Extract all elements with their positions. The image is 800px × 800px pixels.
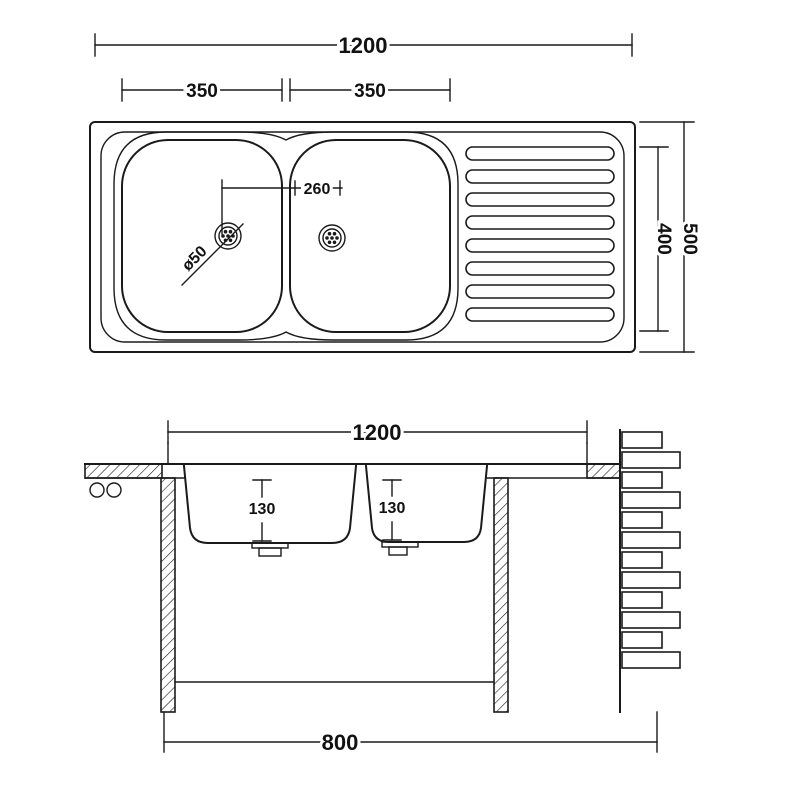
countertop-left-hatch bbox=[84, 463, 163, 479]
dim-label-left-bowl-width: 350 bbox=[186, 81, 218, 102]
dim-label-left-bowl-depth: 130 bbox=[249, 501, 276, 518]
rib bbox=[465, 261, 615, 276]
dim-label-drain-spacing: 260 bbox=[304, 181, 331, 198]
dim-inner-depth: 400 bbox=[639, 146, 677, 332]
bowls-contour bbox=[113, 131, 459, 341]
dim-overall-depth: 500 bbox=[639, 121, 703, 353]
countertop bbox=[84, 463, 621, 479]
rib bbox=[465, 215, 615, 230]
right-drain bbox=[318, 224, 346, 252]
dim-top-width: 1200 bbox=[167, 417, 588, 464]
dim-drain-diameter: ø50 bbox=[176, 223, 244, 286]
right-bowl-section bbox=[364, 464, 489, 543]
rib bbox=[465, 146, 615, 161]
brick bbox=[621, 531, 681, 549]
brick bbox=[621, 571, 681, 589]
brick bbox=[621, 451, 681, 469]
rib bbox=[465, 169, 615, 184]
dim-label-overall-depth: 500 bbox=[679, 223, 700, 255]
brick bbox=[621, 511, 663, 529]
dim-label-drain-diameter: ø50 bbox=[179, 243, 211, 275]
dim-label-overall-width: 1200 bbox=[339, 33, 388, 58]
cabinet-right-side bbox=[493, 477, 509, 713]
dim-label-right-bowl-width: 350 bbox=[354, 81, 386, 102]
dim-right-bowl-depth: 130 bbox=[376, 479, 408, 541]
brick bbox=[621, 651, 681, 669]
rib bbox=[465, 284, 615, 299]
cabinet-left-side bbox=[160, 477, 176, 713]
drainer-ribs bbox=[465, 146, 615, 322]
brick bbox=[621, 491, 681, 509]
rib bbox=[465, 307, 615, 322]
dim-left-bowl-depth: 130 bbox=[246, 479, 278, 542]
dim-label-right-bowl-depth: 130 bbox=[379, 500, 406, 517]
brick bbox=[621, 471, 663, 489]
dim-overall-width: 1200 bbox=[94, 30, 633, 61]
dim-left-bowl-width: 350 bbox=[121, 78, 283, 105]
brick bbox=[621, 551, 663, 569]
left-bowl bbox=[121, 139, 283, 333]
right-waste-outlet bbox=[381, 541, 419, 556]
tap-holes-symbol bbox=[89, 482, 122, 498]
top-view: 1200 350 350 bbox=[89, 30, 703, 353]
sink-outer-edge bbox=[89, 121, 636, 353]
countertop-right-hatch bbox=[586, 463, 621, 479]
dim-label-top-width: 1200 bbox=[353, 420, 402, 445]
dim-base-width: 800 bbox=[163, 711, 658, 758]
right-bowl bbox=[289, 139, 451, 333]
brick bbox=[621, 631, 663, 649]
brick bbox=[621, 611, 681, 629]
dim-label-inner-depth: 400 bbox=[653, 223, 674, 255]
left-drain bbox=[214, 222, 242, 250]
brick bbox=[621, 591, 663, 609]
dim-label-base-width: 800 bbox=[322, 730, 359, 755]
dim-drain-spacing: 260 bbox=[221, 178, 343, 235]
dim-right-bowl-width: 350 bbox=[289, 78, 451, 105]
brick bbox=[621, 431, 663, 449]
left-waste-outlet bbox=[251, 542, 289, 557]
section-view: 1200 bbox=[84, 417, 681, 758]
brick-wall bbox=[621, 431, 681, 669]
rib bbox=[465, 192, 615, 207]
rib bbox=[465, 238, 615, 253]
